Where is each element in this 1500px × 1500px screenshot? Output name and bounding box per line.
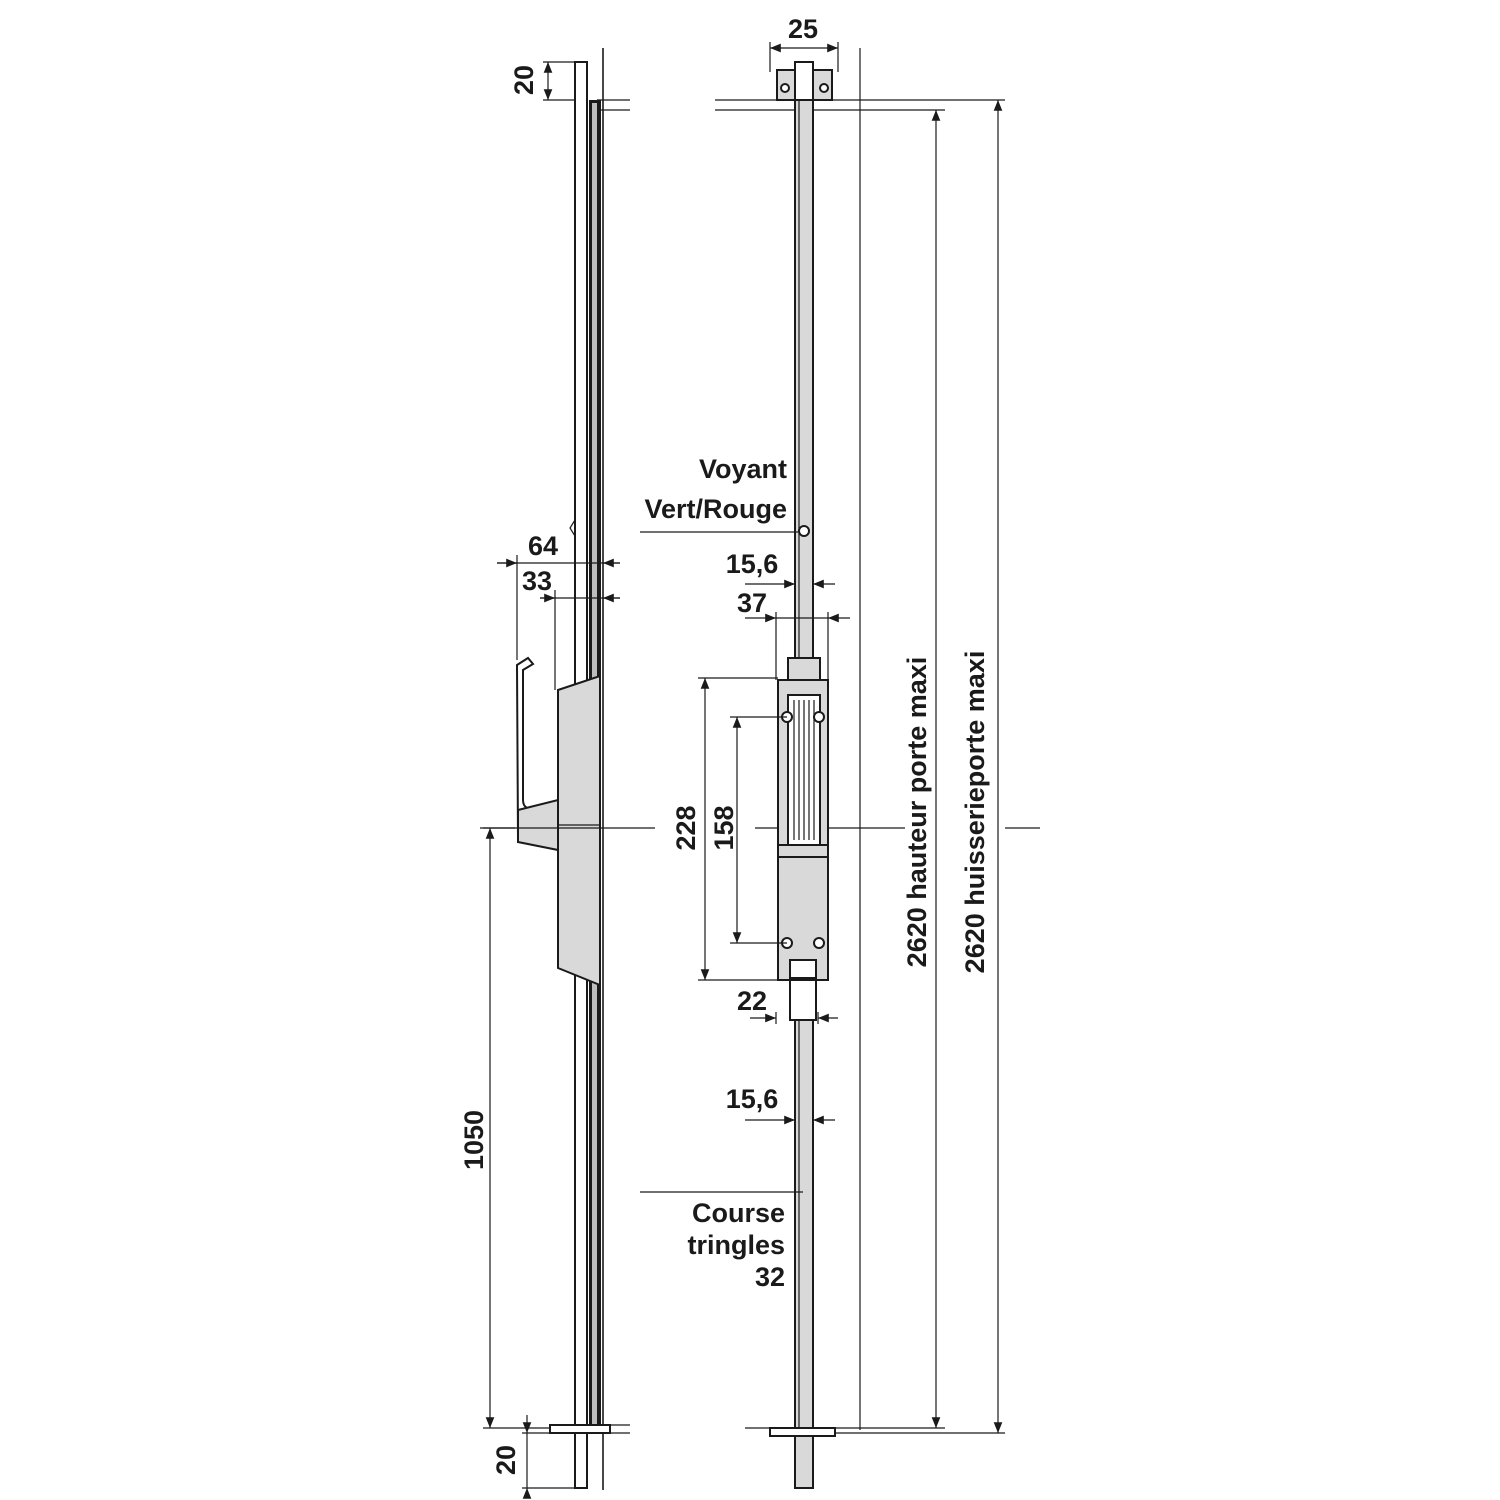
stroke-label-line-3: 32	[755, 1262, 785, 1292]
indicator-label-line-1: Voyant	[699, 454, 787, 484]
top-bolt-head	[794, 61, 814, 103]
case-separator	[777, 844, 829, 858]
dim-1050-text: 1050	[459, 1110, 489, 1170]
side-bottom-plate	[549, 1424, 611, 1434]
dim-frame-height-text: 2620 huisserieporte maxi	[960, 651, 990, 974]
side-rod-bottom	[574, 1432, 588, 1489]
case-screw-bottom-right	[813, 937, 825, 949]
case-top-cap	[787, 657, 821, 684]
dim-rod-lower-text: 15,6	[726, 1084, 779, 1114]
case-grip-ribs	[793, 700, 815, 840]
upper-rod	[794, 99, 814, 659]
dim-top-text: 20	[509, 65, 539, 95]
dim-158-text: 158	[709, 805, 739, 850]
dim-rod-upper-text: 15,6	[726, 549, 779, 579]
lower-rod	[794, 1019, 814, 1429]
front-rod-bottom	[794, 1435, 814, 1489]
top-bracket-screw-right	[819, 83, 829, 93]
top-bracket-screw-left	[780, 83, 790, 93]
stroke-label-line-1: Course	[692, 1198, 785, 1228]
lower-rod-connector	[789, 979, 817, 1021]
case-bottom-slot	[789, 959, 817, 979]
case-screw-top-right	[813, 711, 825, 723]
lock-case-side	[557, 674, 601, 987]
dim-33-text: 33	[522, 566, 552, 596]
dim-228-text: 228	[671, 805, 701, 850]
indicator-window	[798, 525, 810, 537]
lever-base	[517, 798, 559, 852]
indicator-label-line-2: Vert/Rouge	[644, 494, 787, 524]
front-view: 25 Voyant Vert/Rouge 15,6 37	[640, 14, 1005, 1489]
rod-notch	[569, 519, 576, 537]
side-view: 20 64 33 1050 20	[459, 48, 630, 1499]
dim-25-text: 25	[788, 14, 818, 44]
stroke-label-line-2: tringles	[687, 1230, 785, 1260]
front-bottom-plate	[769, 1427, 836, 1437]
dim-22-text: 22	[737, 986, 767, 1016]
dim-64-text: 64	[528, 531, 558, 561]
dim-37-text: 37	[737, 588, 767, 618]
dim-door-height-text: 2620 hauteur porte maxi	[902, 657, 932, 968]
dim-bottom-text: 20	[491, 1445, 521, 1475]
